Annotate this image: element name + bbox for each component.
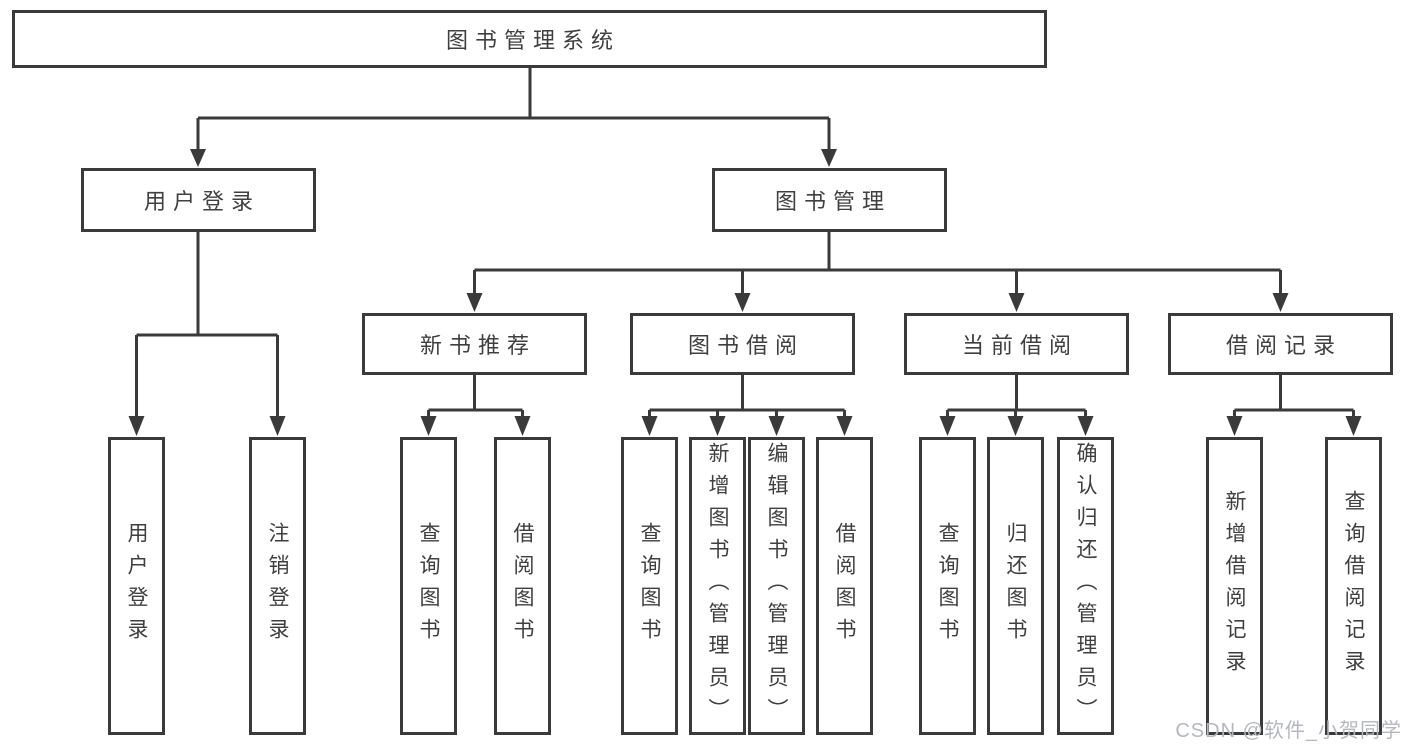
leaf-confirm-return-admin: 确认归还（管理员） — [1057, 437, 1114, 735]
leaf-borrow-books-recommend-label: 借阅图书 — [511, 522, 534, 650]
leaf-add-book-admin: 新增图书（管理员） — [689, 437, 746, 735]
node-current-borrowing-label: 当前借阅 — [961, 333, 1078, 358]
leaf-query-borrow-record-label: 查询借阅记录 — [1342, 490, 1365, 682]
node-book-management: 图书管理 — [712, 168, 947, 232]
leaf-user-login-label: 用户登录 — [125, 522, 148, 650]
node-root-system: 图书管理系统 — [12, 10, 1047, 68]
leaf-edit-book-admin-label: 编辑图书（管理员） — [765, 442, 788, 730]
node-book-management-label: 图书管理 — [774, 189, 891, 214]
node-user-login: 用户登录 — [81, 168, 316, 232]
node-current-borrowing: 当前借阅 — [904, 313, 1129, 375]
leaf-query-borrow-record: 查询借阅记录 — [1325, 437, 1382, 735]
node-borrow-records: 借阅记录 — [1168, 313, 1393, 375]
node-book-borrowing-label: 图书借阅 — [687, 333, 804, 358]
leaf-user-login: 用户登录 — [108, 437, 165, 735]
node-book-borrowing: 图书借阅 — [630, 313, 855, 375]
leaf-return-books-label: 归还图书 — [1004, 522, 1027, 650]
leaf-return-books: 归还图书 — [987, 437, 1044, 735]
leaf-borrow-books-borrowing: 借阅图书 — [816, 437, 873, 735]
csdn-watermark: CSDN @软件_小贺同学 — [1175, 720, 1402, 742]
leaf-logout: 注销登录 — [249, 437, 306, 735]
leaf-borrow-books-recommend: 借阅图书 — [494, 437, 551, 735]
leaf-borrow-books-borrowing-label: 借阅图书 — [833, 522, 856, 650]
leaf-logout-label: 注销登录 — [266, 522, 289, 650]
leaf-add-borrow-record: 新增借阅记录 — [1206, 437, 1263, 735]
leaf-query-books-current-label: 查询图书 — [936, 522, 959, 650]
leaf-query-books-borrowing: 查询图书 — [621, 437, 678, 735]
leaf-add-book-admin-label: 新增图书（管理员） — [706, 442, 729, 730]
node-new-book-recommend: 新书推荐 — [362, 313, 587, 375]
leaf-query-books-recommend-label: 查询图书 — [417, 522, 440, 650]
leaf-query-books-borrowing-label: 查询图书 — [638, 522, 661, 650]
node-new-book-recommend-label: 新书推荐 — [419, 333, 536, 358]
node-borrow-records-label: 借阅记录 — [1225, 333, 1342, 358]
leaf-query-books-recommend: 查询图书 — [400, 437, 457, 735]
leaf-query-books-current: 查询图书 — [919, 437, 976, 735]
node-root-label: 图书管理系统 — [445, 28, 620, 53]
leaf-edit-book-admin: 编辑图书（管理员） — [748, 437, 805, 735]
leaf-add-borrow-record-label: 新增借阅记录 — [1223, 490, 1246, 682]
node-user-login-label: 用户登录 — [143, 189, 260, 214]
leaf-confirm-return-admin-label: 确认归还（管理员） — [1074, 442, 1097, 730]
